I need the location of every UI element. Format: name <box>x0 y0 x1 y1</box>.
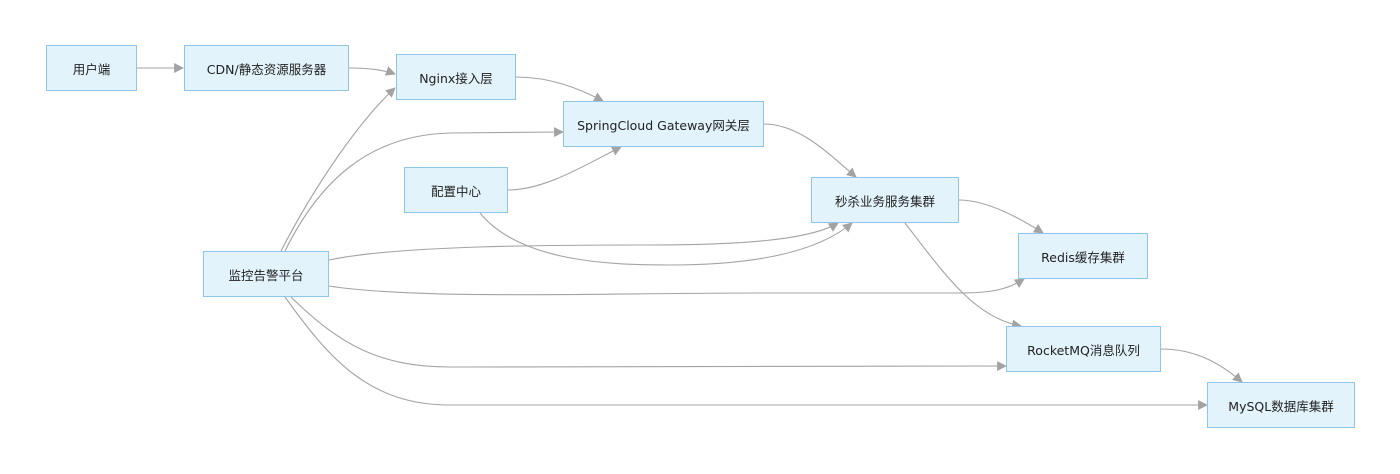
node-nginx-access-layer: Nginx接入层 <box>396 54 516 100</box>
node-config-center: 配置中心 <box>404 167 508 213</box>
node-mysql-database-cluster: MySQL数据库集群 <box>1207 382 1355 428</box>
edge-seckill-to-redis <box>958 199 1044 234</box>
node-monitoring-alert-platform: 监控告警平台 <box>203 251 329 297</box>
edge-nginx-to-gateway <box>515 76 604 102</box>
edge-rocketmq-to-mysql <box>1160 348 1243 383</box>
edge-gateway-to-seckill <box>763 123 857 178</box>
node-cdn-static-server: CDN/静态资源服务器 <box>184 45 349 91</box>
edge-monitor-to-rocketmq <box>290 296 1007 371</box>
edge-config-to-gateway <box>507 146 622 191</box>
edge-config-to-seckill <box>479 212 853 266</box>
edge-seckill-to-rocketmq <box>904 222 1022 330</box>
edge-monitor-to-gateway <box>284 127 564 252</box>
edge-monitor-to-mysql <box>284 296 1208 410</box>
edge-cdn-to-nginx <box>348 66 396 76</box>
edge-monitor-to-nginx <box>280 87 396 252</box>
edge-monitor-to-seckill <box>328 222 839 261</box>
node-seckill-service-cluster: 秒杀业务服务集群 <box>811 177 959 223</box>
node-rocketmq-queue: RocketMQ消息队列 <box>1006 326 1161 372</box>
node-user-client: 用户端 <box>46 45 137 91</box>
node-gateway-layer: SpringCloud Gateway网关层 <box>563 101 764 147</box>
edge-monitor-to-redis <box>328 278 1025 296</box>
node-redis-cache-cluster: Redis缓存集群 <box>1018 233 1148 279</box>
